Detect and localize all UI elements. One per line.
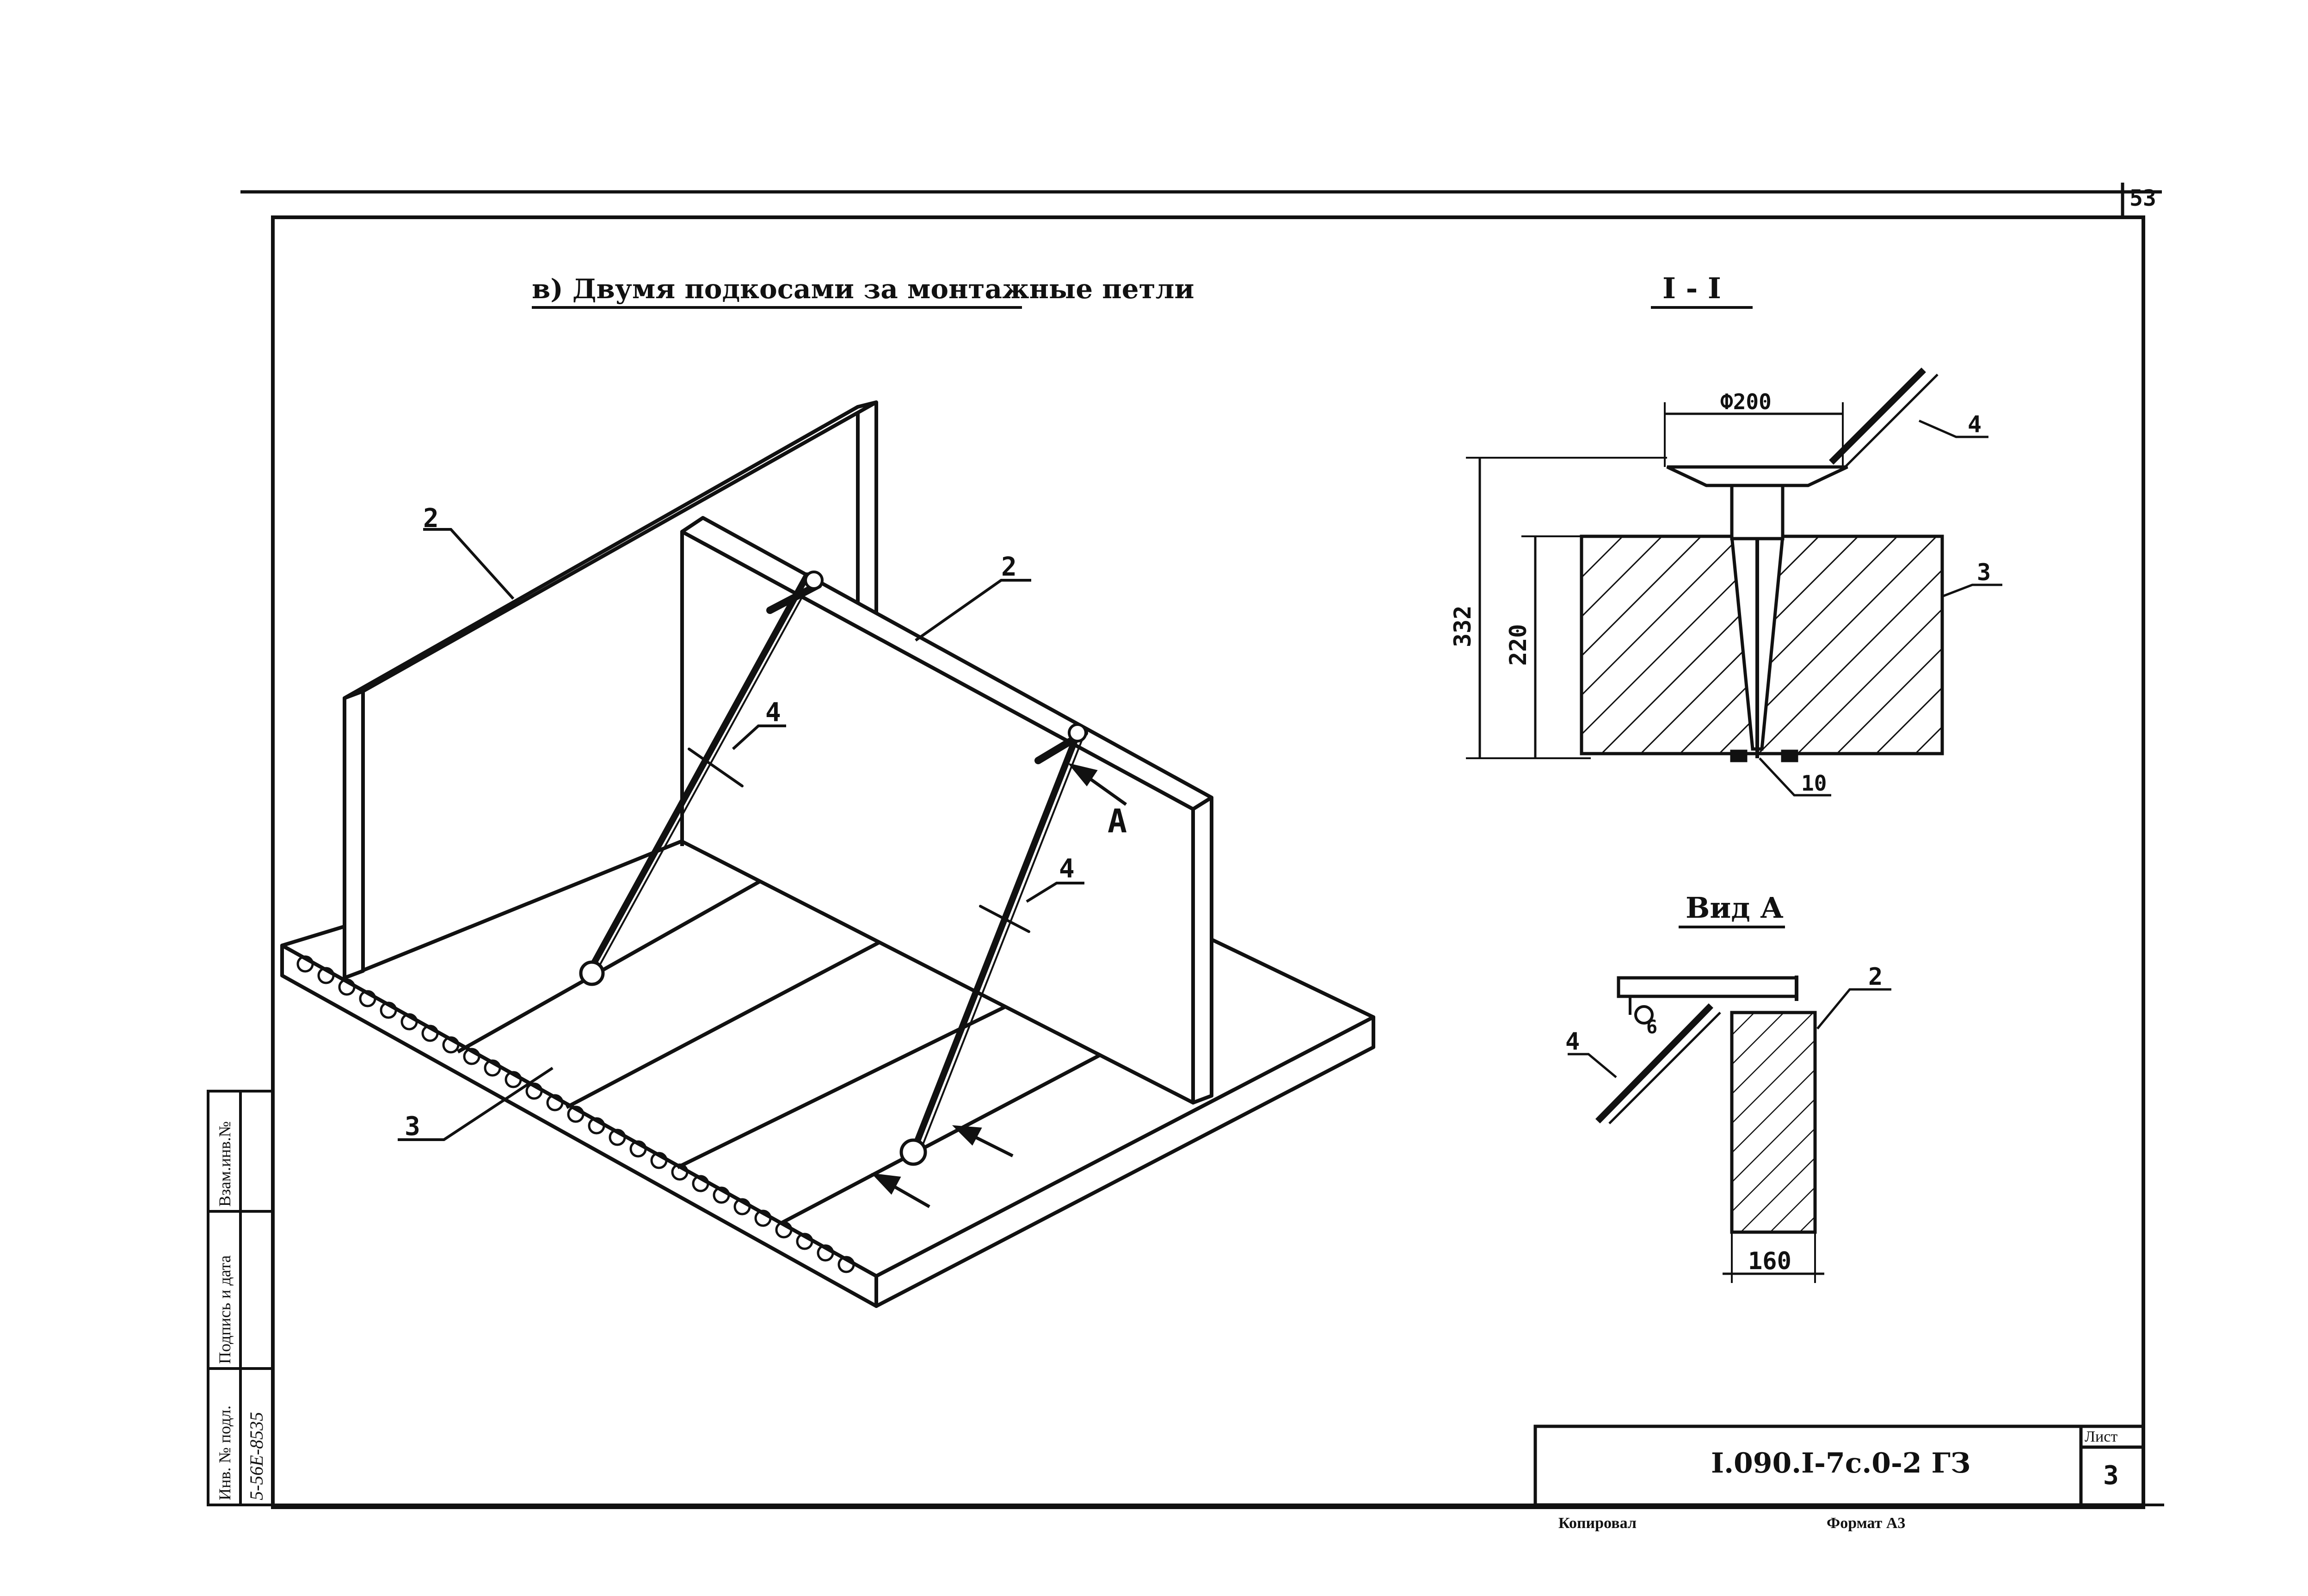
front-wall-end — [1191, 796, 1213, 1105]
callout-brace-right: 4 — [1059, 854, 1075, 884]
page-number: 53 — [2130, 185, 2156, 211]
detail-panel — [1730, 1011, 1817, 1234]
hollow-cores — [296, 955, 855, 1273]
dim-diameter: Ф200 — [1720, 389, 1772, 414]
floor-slab-side — [874, 1015, 1375, 1308]
isometric-assembly — [280, 400, 1375, 1308]
detail-view — [1568, 976, 1891, 1283]
dim-depth: 220 — [1505, 624, 1532, 666]
detail-callout-panel: 2 — [1868, 963, 1883, 991]
side-stamp — [207, 1090, 274, 1506]
format-label: Формат А3 — [1827, 1515, 1905, 1532]
list-number: 3 — [2103, 1461, 2119, 1491]
section-view — [1466, 368, 2002, 797]
stamp-signature-date: Подпись и дата — [215, 1255, 234, 1364]
section-callout-brace: 4 — [1968, 411, 1982, 438]
section-title: I - I — [1662, 271, 1721, 305]
section-callout-slab: 3 — [1977, 559, 1991, 586]
copied-label: Копировал — [1558, 1515, 1637, 1532]
leader-lines — [398, 528, 1084, 1141]
back-wall-end — [343, 689, 365, 980]
list-label: Лист — [2085, 1428, 2117, 1445]
title-block — [1533, 1424, 2145, 1507]
callout-brace-left: 4 — [765, 698, 781, 728]
detail-title: Вид А — [1686, 891, 1784, 925]
brace-left — [586, 572, 810, 974]
main-view-title: в) Двумя подкосами за монтажные петли — [532, 273, 1194, 305]
brace-right — [910, 737, 1078, 1154]
stamp-handwritten: 5-56Е-8535 — [246, 1412, 267, 1500]
arrows — [871, 763, 1127, 1209]
callout-view-a: А — [1108, 802, 1127, 840]
detail-dim-width: 160 — [1748, 1247, 1791, 1275]
stamp-replace-inv: Взам.инв.№ — [215, 1121, 234, 1207]
braces — [579, 571, 1088, 1166]
drawing-code: I.090.I-7c.0-2 ГЗ — [1711, 1447, 1970, 1479]
callout-panel-back: 2 — [423, 503, 439, 534]
detail-callout-small: 6 — [1646, 1017, 1657, 1038]
dim-gap: 10 — [1801, 771, 1827, 796]
stamp-inv-no: Инв. № подл. — [215, 1406, 234, 1500]
callout-slab: 3 — [405, 1111, 420, 1142]
detail-callout-brace: 4 — [1565, 1028, 1580, 1056]
dim-total: 332 — [1449, 606, 1476, 647]
callout-panel-front: 2 — [1001, 552, 1017, 582]
